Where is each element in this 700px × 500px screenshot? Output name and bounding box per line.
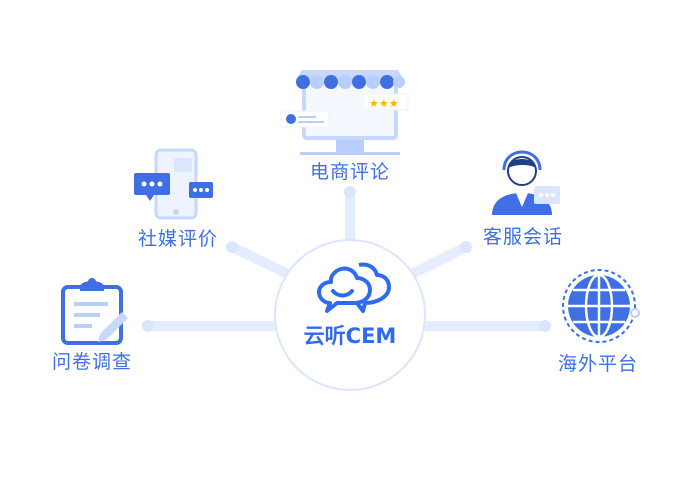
storefront-monitor-icon: ★★★ bbox=[280, 70, 409, 155]
spoke-service bbox=[405, 242, 471, 280]
label-social-reviews: 社媒评价 bbox=[137, 228, 219, 250]
svg-text:★★★: ★★★ bbox=[369, 97, 399, 110]
spokes bbox=[143, 187, 550, 331]
globe-icon bbox=[562, 269, 640, 343]
cloud-logo-icon bbox=[317, 262, 391, 313]
brand-name: 云听CEM bbox=[303, 324, 397, 348]
headset-agent-icon bbox=[492, 150, 560, 215]
label-service-conversations: 客服会话 bbox=[482, 226, 564, 248]
label-overseas-platforms: 海外平台 bbox=[557, 353, 639, 375]
clipboard-survey-icon bbox=[61, 278, 128, 345]
spoke-social bbox=[227, 242, 295, 280]
phone-chat-icon bbox=[134, 148, 213, 220]
label-surveys: 问卷调查 bbox=[51, 351, 133, 373]
spoke-dots bbox=[142, 186, 551, 332]
label-ecommerce-reviews: 电商评论 bbox=[309, 161, 391, 183]
center-circle bbox=[274, 239, 426, 391]
